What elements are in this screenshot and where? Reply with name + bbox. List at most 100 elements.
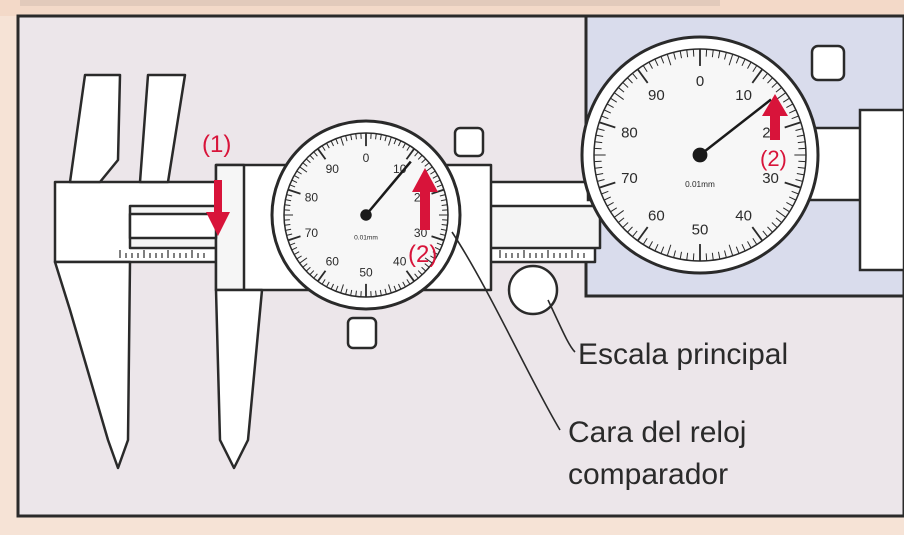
small-dial-number: 60 bbox=[326, 255, 340, 269]
big-dial-number: 50 bbox=[692, 221, 709, 238]
big-dial-tick bbox=[788, 109, 797, 114]
big-dial-tick bbox=[613, 92, 624, 100]
small-dial-tick bbox=[421, 158, 427, 164]
small-dial-tick bbox=[375, 133, 377, 140]
big-dial-tick bbox=[636, 226, 649, 242]
big-dial-tick bbox=[791, 190, 799, 195]
small-dial-tick bbox=[299, 257, 308, 264]
small-dial-tick bbox=[424, 263, 430, 268]
small-dial: 01020304050607080900.01mm bbox=[270, 119, 462, 311]
small-dial-tick bbox=[441, 224, 448, 226]
small-dial-tick bbox=[345, 135, 348, 142]
big-dial-tick bbox=[606, 103, 614, 108]
big-dial-number: 30 bbox=[762, 170, 779, 187]
small-dial-tick bbox=[430, 170, 436, 175]
step-2-arrow-head bbox=[412, 168, 438, 192]
dial-face-label-line1: Cara del reloj bbox=[568, 416, 746, 449]
big-dial-tick bbox=[788, 196, 797, 201]
big-dial-tick bbox=[622, 222, 629, 228]
big-dial-tick bbox=[717, 50, 721, 59]
small-dial-tick bbox=[321, 279, 326, 285]
small-dial-tick bbox=[398, 140, 402, 147]
big-dial-tick bbox=[660, 56, 665, 64]
big-dial-tick bbox=[717, 251, 721, 260]
big-dial-tick bbox=[654, 58, 659, 67]
big-dial-tick bbox=[598, 181, 616, 189]
big-dial-tick bbox=[724, 250, 727, 258]
small-dial-tick bbox=[293, 251, 300, 255]
big-dial-tick bbox=[603, 196, 612, 201]
big-dial-tick bbox=[767, 77, 773, 84]
big-dial-tick bbox=[762, 73, 768, 80]
big-dial-number: 80 bbox=[621, 124, 638, 141]
big-dial-tick bbox=[666, 244, 672, 256]
big-dial-tick bbox=[735, 246, 740, 254]
big-dial-tick bbox=[786, 202, 794, 207]
big-dial-tick bbox=[728, 54, 734, 66]
small-dial-tick bbox=[335, 285, 339, 292]
small-dial-tick bbox=[414, 273, 419, 279]
big-dial-tick bbox=[648, 61, 653, 69]
small-dial-tick bbox=[424, 162, 430, 167]
inset-step-2-label: (2) bbox=[760, 146, 787, 171]
small-dial-tick bbox=[440, 228, 447, 231]
small-dial-tick bbox=[305, 266, 311, 272]
fixed-lower-jaw bbox=[53, 260, 132, 470]
big-dial-tick bbox=[775, 217, 782, 223]
small-dial-tick bbox=[439, 233, 446, 236]
big-dial-tick bbox=[601, 190, 609, 195]
inset-arrow-head bbox=[762, 94, 788, 116]
small-dial-tick bbox=[296, 170, 302, 175]
big-dial-tick bbox=[618, 87, 625, 93]
big-dial-tick bbox=[751, 68, 764, 84]
big-dial-number: 0 bbox=[696, 73, 704, 90]
big-dial-tick bbox=[771, 222, 778, 228]
big-dial-tick bbox=[610, 97, 618, 103]
big-dial-tick bbox=[776, 92, 787, 100]
small-dial-tick bbox=[355, 290, 357, 297]
small-dial-tick bbox=[289, 242, 296, 246]
small-dial-tick bbox=[302, 263, 308, 268]
small-dial-number: 80 bbox=[305, 190, 319, 204]
big-dial-tick bbox=[606, 202, 614, 207]
big-dial-resolution-label: 0.01mm bbox=[685, 180, 715, 189]
big-dial-tick bbox=[597, 128, 605, 131]
small-dial-tick bbox=[384, 288, 387, 295]
small-dial-tick bbox=[406, 145, 411, 151]
big-dial-tick bbox=[632, 230, 638, 237]
big-dial-tick bbox=[797, 141, 806, 144]
big-dial-tick bbox=[597, 179, 605, 182]
slider-upper-jaw bbox=[138, 73, 187, 184]
big-dial-tick bbox=[594, 141, 603, 144]
small-dial-tick bbox=[417, 154, 423, 160]
small-dial-number: 50 bbox=[359, 266, 373, 280]
big-dial-tick bbox=[679, 251, 683, 260]
small-dial-tick bbox=[286, 233, 293, 236]
small-dial-tick bbox=[289, 184, 296, 188]
small-dial-tick bbox=[375, 290, 377, 297]
main-scale-label: Escala principal bbox=[578, 338, 788, 371]
bottom-knob bbox=[346, 316, 378, 350]
big-dial-tick bbox=[796, 172, 805, 176]
big-dial-tick bbox=[595, 172, 604, 176]
step-2-marker-small: (2) bbox=[408, 168, 438, 268]
big-dial-tick bbox=[728, 244, 734, 256]
small-dial-tick bbox=[402, 142, 406, 149]
small-dial-tick bbox=[430, 255, 436, 260]
step-1-label: (1) bbox=[202, 131, 231, 158]
big-dial-tick bbox=[686, 252, 689, 261]
small-dial-needle-hub bbox=[360, 209, 372, 221]
small-dial-tick bbox=[436, 184, 443, 188]
small-dial-tick bbox=[286, 194, 293, 197]
big-dial-tick bbox=[776, 210, 787, 218]
small-dial-tick bbox=[309, 154, 315, 160]
small-dial-tick bbox=[417, 270, 423, 276]
small-dial-tick bbox=[431, 235, 445, 242]
small-dial-tick bbox=[405, 270, 415, 282]
small-dial-tick bbox=[291, 179, 298, 183]
small-dial-tick bbox=[326, 142, 330, 149]
big-dial-number: 40 bbox=[735, 207, 752, 224]
big-dial-tick bbox=[767, 226, 773, 233]
small-dial-tick bbox=[421, 266, 427, 272]
